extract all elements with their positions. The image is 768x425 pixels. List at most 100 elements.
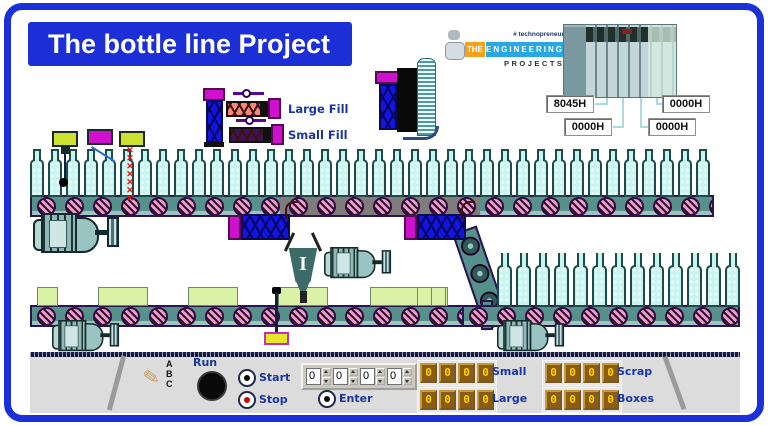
- large-fill-screw-flights: [228, 103, 260, 115]
- top-conveyor-motor: [33, 213, 119, 253]
- boxes-counter-label: Boxes: [617, 392, 655, 405]
- stop-radio[interactable]: [238, 391, 256, 409]
- carton-box-group: [370, 287, 448, 306]
- robot-mascot-icon: [448, 30, 460, 40]
- small-fill-label: Small Fill: [288, 128, 348, 142]
- conveyor-roller: [373, 197, 392, 215]
- conveyor-roller: [609, 307, 628, 325]
- spinbox-buttons: [376, 368, 385, 385]
- conveyor-roller: [317, 307, 336, 325]
- conveyor-roller: [401, 307, 420, 325]
- spin-down-button[interactable]: [349, 377, 358, 385]
- motor-shaft: [545, 333, 555, 338]
- filler-nozzle: [119, 131, 145, 147]
- spinbox-value[interactable]: 0: [306, 368, 321, 385]
- bottle-neck: [652, 253, 661, 267]
- spinbox-value[interactable]: 0: [360, 368, 375, 385]
- panel-divider-right: [662, 355, 687, 411]
- bottle: [264, 149, 278, 197]
- bottle-neck: [357, 149, 365, 161]
- spinbox-value[interactable]: 0: [333, 368, 348, 385]
- fill-tank-foot: [204, 142, 224, 147]
- bottle-neck: [663, 149, 671, 161]
- capper-body: [397, 68, 417, 132]
- bottle: [282, 149, 296, 197]
- preset-spinbox[interactable]: 0: [333, 368, 358, 385]
- motor-nose: [75, 217, 99, 253]
- counter-digit: 0: [477, 363, 494, 383]
- spinbox-value[interactable]: 0: [387, 368, 402, 385]
- conveyor-roller: [345, 197, 364, 215]
- bottle: [668, 253, 683, 307]
- carton-box: [98, 287, 148, 306]
- conveyor-roller: [653, 197, 672, 215]
- pencil-tool-icon[interactable]: ✎: [141, 365, 162, 391]
- capper-cylinder: [379, 84, 397, 130]
- counter-digit: 0: [439, 363, 456, 383]
- fill-x-mark: ✕: [126, 145, 134, 155]
- bottle: [66, 149, 80, 197]
- bottle-neck: [195, 149, 203, 161]
- bottle: [649, 253, 664, 307]
- bottle: [84, 149, 98, 197]
- bottle: [516, 253, 531, 307]
- motor-shaft: [372, 260, 382, 265]
- logo-hashtag: # technopreneur: [513, 31, 564, 38]
- counter-digit: 0: [602, 363, 619, 383]
- plc-wire: [594, 103, 607, 105]
- conveyor-roller: [121, 307, 140, 325]
- spin-up-button[interactable]: [322, 368, 331, 376]
- plc-end-modules: [648, 25, 676, 97]
- enter-radio[interactable]: [318, 390, 336, 408]
- bottle-neck: [633, 253, 642, 267]
- motor-nose: [356, 250, 376, 279]
- pusher-body: [241, 214, 290, 240]
- page-title: The bottle line Project: [28, 22, 352, 66]
- plc-wire: [622, 96, 624, 128]
- fill-x-mark: ✕: [126, 193, 134, 203]
- bottle: [138, 149, 152, 197]
- plc-wire: [640, 96, 642, 128]
- bottle-neck: [411, 149, 419, 161]
- case-packer-gripper: I: [288, 248, 318, 282]
- spin-up-button[interactable]: [376, 368, 385, 376]
- pusher-cap: [228, 215, 241, 240]
- pusher-cylinder-right: [404, 201, 475, 241]
- bottle: [408, 149, 422, 197]
- bottle-neck: [681, 149, 689, 161]
- conveyor-roller: [541, 197, 560, 215]
- conveyor-roller: [709, 197, 712, 215]
- tep-logo: # technopreneur THE ENGINEERING PROJECTS: [440, 30, 565, 72]
- probe-sensor-stem: [61, 146, 70, 154]
- large-fill-cap: [268, 98, 281, 119]
- preset-spinbox[interactable]: 0: [306, 368, 331, 385]
- bottle-neck: [627, 149, 635, 161]
- bottle: [611, 253, 626, 307]
- preset-spinbox[interactable]: 0: [360, 368, 385, 385]
- bottle-neck: [609, 149, 617, 161]
- box-probe-cap: [272, 287, 281, 294]
- bottle-neck: [500, 253, 509, 267]
- bottle: [573, 253, 588, 307]
- spin-up-button[interactable]: [349, 368, 358, 376]
- spinbox-buttons: [403, 368, 412, 385]
- plc-wire: [606, 96, 608, 105]
- spin-down-button[interactable]: [376, 377, 385, 385]
- run-button[interactable]: [197, 371, 227, 401]
- infeed-conveyor-motor: [497, 320, 565, 352]
- spin-down-button[interactable]: [403, 377, 412, 385]
- bottle: [462, 149, 476, 197]
- probe-sensor-tip: [59, 178, 68, 187]
- spinbox-buttons: [322, 368, 331, 385]
- motor-plate: [64, 325, 79, 348]
- start-radio[interactable]: [238, 369, 256, 387]
- spin-down-button[interactable]: [322, 377, 331, 385]
- spin-up-button[interactable]: [403, 368, 412, 376]
- counter-digit: 0: [602, 390, 619, 410]
- motor-shaft: [100, 333, 110, 338]
- preset-spinbox[interactable]: 0: [387, 368, 412, 385]
- conveyor-roller: [637, 307, 656, 325]
